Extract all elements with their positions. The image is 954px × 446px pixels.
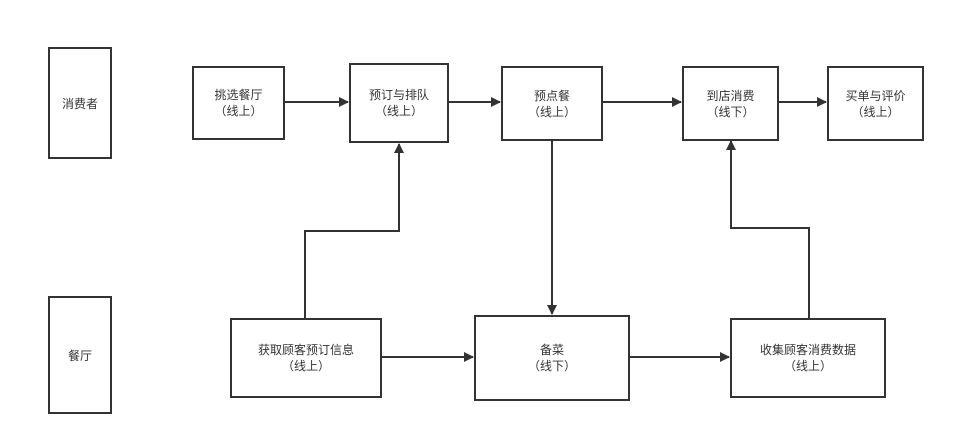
node-pay-review-sub: （线上） xyxy=(851,104,900,119)
node-get-booking-info-title: 获取顾客预订信息 xyxy=(257,343,354,357)
node-preorder: 预点餐 （线上） xyxy=(501,66,603,141)
lane-restaurant: 餐厅 xyxy=(48,296,112,414)
node-get-booking-info: 获取顾客预订信息 （线上） xyxy=(230,318,382,398)
node-select-restaurant-title: 挑选餐厅 xyxy=(214,88,263,102)
node-preorder-title: 预点餐 xyxy=(533,88,570,103)
node-in-store: 到店消费 （线下） xyxy=(682,66,779,141)
lane-restaurant-label: 餐厅 xyxy=(67,348,92,363)
node-in-store-title: 到店消费 xyxy=(706,88,755,103)
node-prepare-dishes: 备菜 （线下） xyxy=(474,315,630,401)
node-reserve-queue: 预订与排队 （线上） xyxy=(349,63,449,143)
node-select-restaurant: 挑选餐厅 （线上） xyxy=(192,66,285,140)
node-collect-data-title: 收集顾客消费数据 xyxy=(759,343,856,357)
node-prepare-dishes-title: 备菜 xyxy=(539,343,564,357)
lane-consumer-label: 消费者 xyxy=(61,96,98,111)
edge-collect-to-instore xyxy=(726,140,810,318)
node-reserve-queue-sub: （线上） xyxy=(374,104,423,118)
node-reserve-queue-title: 预订与排队 xyxy=(368,88,429,102)
node-select-restaurant-sub: （线上） xyxy=(214,104,263,118)
node-prepare-dishes-sub: （线下） xyxy=(527,359,576,373)
node-get-booking-info-sub: （线上） xyxy=(281,359,330,373)
node-collect-data: 收集顾客消费数据 （线上） xyxy=(730,318,886,398)
lane-consumer: 消费者 xyxy=(48,47,112,159)
edge-booking-to-reserve xyxy=(304,143,404,318)
node-in-store-sub: （线下） xyxy=(706,104,755,119)
node-preorder-sub: （线上） xyxy=(527,104,576,119)
node-collect-data-sub: （线上） xyxy=(783,359,832,373)
node-pay-review-title: 买单与评价 xyxy=(845,88,906,103)
node-pay-review: 买单与评价 （线上） xyxy=(827,66,924,141)
